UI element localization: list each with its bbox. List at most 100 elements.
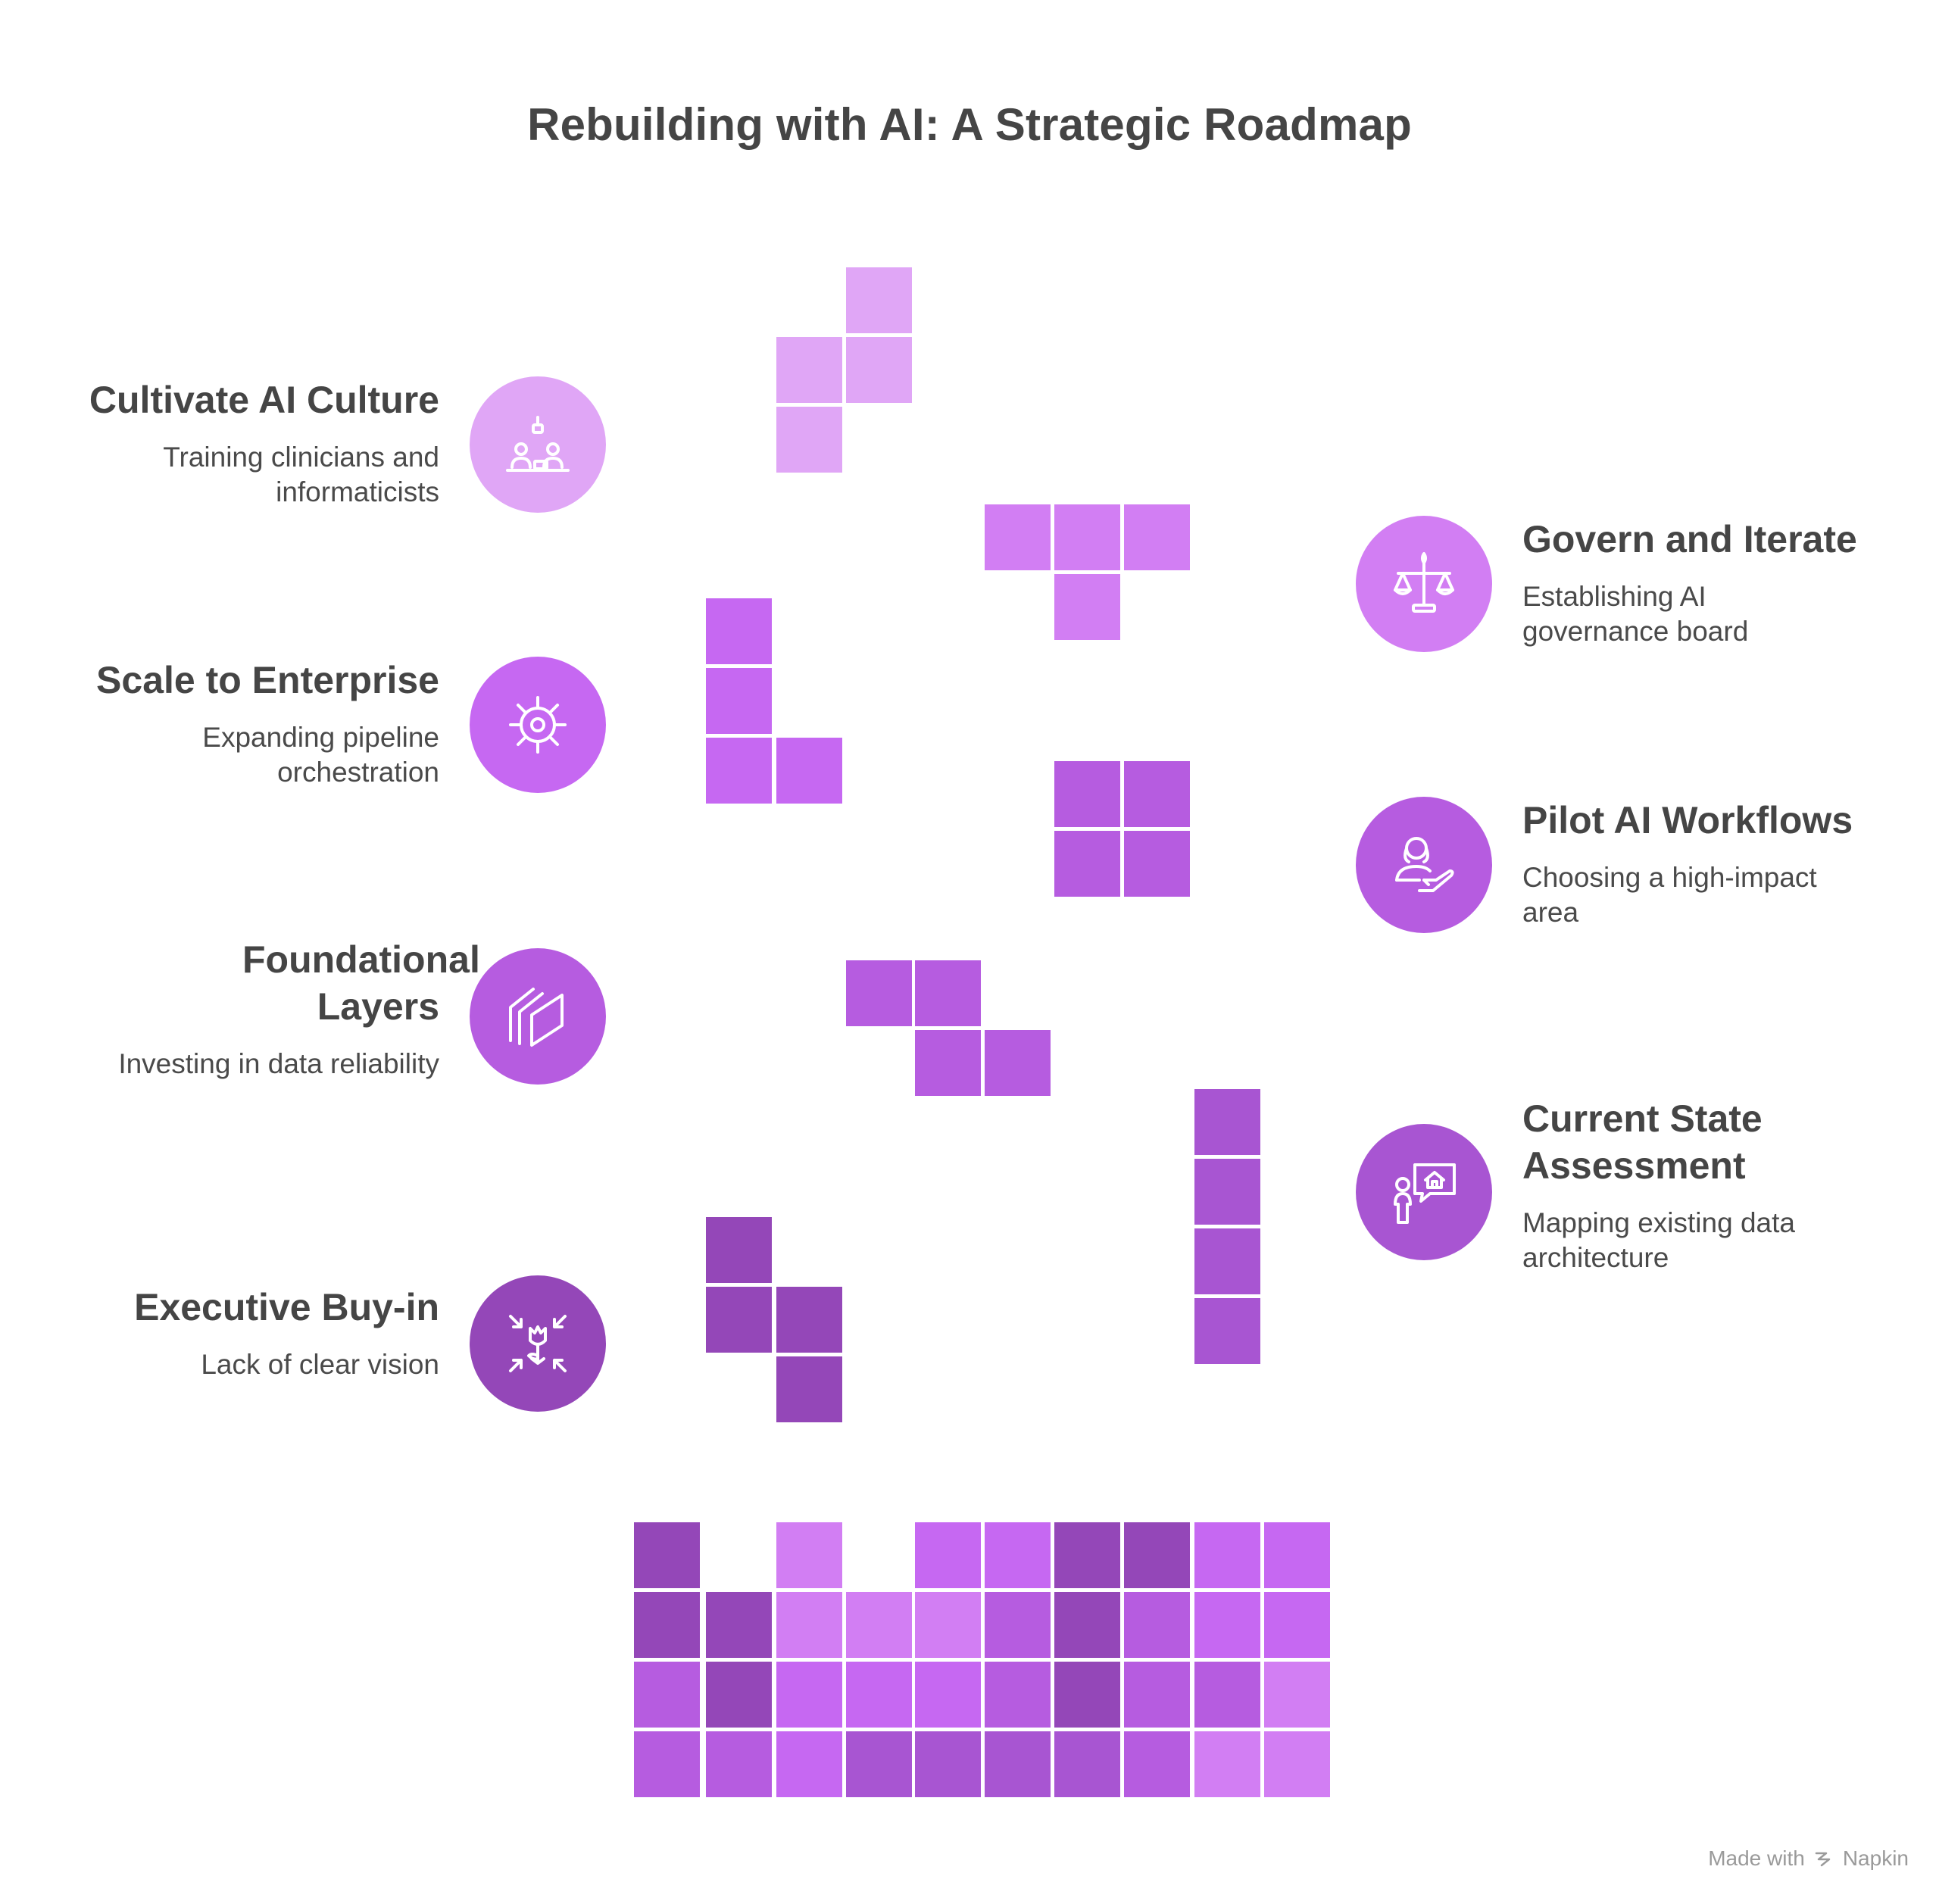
- step-govern-label: Govern and Iterate Establishing AI gover…: [1522, 516, 1939, 649]
- tile: [985, 1592, 1051, 1658]
- tile: [776, 1662, 842, 1728]
- tile: [1194, 1159, 1260, 1225]
- tile: [846, 960, 912, 1026]
- made-with-napkin: Made with Napkin: [1708, 1846, 1909, 1871]
- step-current-label: Current State Assessment Mapping existin…: [1522, 1095, 1939, 1275]
- tile: [1124, 831, 1190, 897]
- step-executive-circle: [470, 1275, 606, 1412]
- step-description: Choosing a high-impact area: [1522, 862, 1817, 928]
- step-heading: Executive Buy-in: [134, 1286, 439, 1328]
- step-executive-label: Executive Buy-in Lack of clear vision: [15, 1284, 439, 1382]
- tile: [1194, 1592, 1260, 1658]
- tile: [1054, 831, 1120, 897]
- tile: [1124, 1731, 1190, 1797]
- step-govern-circle: [1356, 516, 1492, 652]
- step-heading: Cultivate AI Culture: [89, 379, 439, 421]
- tile: [846, 1592, 912, 1658]
- tile: [634, 1662, 700, 1728]
- tile: [1264, 1731, 1330, 1797]
- step-pilot-circle: [1356, 797, 1492, 933]
- tile: [915, 960, 981, 1026]
- tile: [706, 1592, 772, 1658]
- step-description: Establishing AI governance board: [1522, 581, 1749, 647]
- step-foundational-label: Foundational Layers Investing in data re…: [15, 936, 480, 1082]
- tile: [706, 1217, 772, 1283]
- tile: [776, 337, 842, 403]
- tile: [706, 1662, 772, 1728]
- person-house-icon: [1394, 1163, 1456, 1224]
- tile: [915, 1522, 981, 1588]
- tile: [1194, 1298, 1260, 1364]
- tile: [1194, 1522, 1260, 1588]
- tile: [985, 1662, 1051, 1728]
- step-description: Expanding pipeline orchestration: [202, 722, 439, 788]
- step-heading: Current State Assessment: [1522, 1097, 1763, 1187]
- person-hand-icon: [1395, 837, 1454, 892]
- tile: [1264, 1662, 1330, 1728]
- tile: [985, 1731, 1051, 1797]
- team-training-icon: [506, 416, 570, 472]
- step-foundational-circle: [470, 948, 606, 1085]
- tile: [1054, 1731, 1120, 1797]
- tile: [706, 738, 772, 804]
- tile: [634, 1731, 700, 1797]
- tile: [846, 1731, 912, 1797]
- tile: [1054, 1662, 1120, 1728]
- tile: [846, 337, 912, 403]
- tile: [1054, 761, 1120, 827]
- step-heading: Scale to Enterprise: [96, 659, 439, 701]
- page-title: Rebuilding with AI: A Strategic Roadmap: [527, 99, 1412, 150]
- tile: [776, 738, 842, 804]
- tile: [776, 1522, 842, 1588]
- tile: [1054, 504, 1120, 570]
- tile: [915, 1030, 981, 1096]
- tile: [915, 1592, 981, 1658]
- tile: [776, 1287, 842, 1353]
- tile: [634, 1522, 700, 1588]
- tile: [776, 407, 842, 473]
- tile: [706, 1731, 772, 1797]
- napkin-brand-text: Napkin: [1842, 1846, 1909, 1870]
- tile: [776, 1592, 842, 1658]
- step-cultivate-label: Cultivate AI Culture Training clinicians…: [15, 376, 439, 510]
- tile: [1264, 1592, 1330, 1658]
- tile: [1194, 1662, 1260, 1728]
- tile: [706, 1287, 772, 1353]
- step-description: Mapping existing data architecture: [1522, 1207, 1795, 1273]
- step-description: Investing in data reliability: [118, 1048, 439, 1079]
- step-heading: Pilot AI Workflows: [1522, 799, 1853, 841]
- step-cultivate-circle: [470, 376, 606, 513]
- tile: [985, 1522, 1051, 1588]
- tile: [776, 1356, 842, 1422]
- step-description: Training clinicians and informaticists: [163, 442, 439, 507]
- tile: [846, 267, 912, 333]
- tile: [634, 1592, 700, 1658]
- tile: [1124, 1522, 1190, 1588]
- tile: [1124, 761, 1190, 827]
- step-scale-circle: [470, 657, 606, 793]
- layers-icon: [509, 988, 564, 1047]
- flower-focus-icon: [509, 1315, 567, 1372]
- tile: [915, 1662, 981, 1728]
- tile: [985, 1030, 1051, 1096]
- tile: [985, 504, 1051, 570]
- step-pilot-label: Pilot AI Workflows Choosing a high-impac…: [1522, 797, 1939, 930]
- tile: [915, 1731, 981, 1797]
- tile: [776, 1731, 842, 1797]
- tile: [706, 598, 772, 664]
- gear-target-icon: [509, 696, 567, 754]
- made-with-text: Made with: [1708, 1846, 1805, 1870]
- step-current-circle: [1356, 1124, 1492, 1260]
- tile: [1054, 1592, 1120, 1658]
- step-scale-label: Scale to Enterprise Expanding pipeline o…: [15, 657, 439, 790]
- step-heading: Govern and Iterate: [1522, 518, 1857, 560]
- tile: [706, 668, 772, 734]
- tile: [1194, 1089, 1260, 1155]
- tile: [1124, 1592, 1190, 1658]
- tile: [1054, 574, 1120, 640]
- step-heading: Foundational Layers: [242, 938, 480, 1028]
- tile: [1124, 1662, 1190, 1728]
- balance-scale-icon: [1394, 552, 1454, 613]
- tile: [1194, 1731, 1260, 1797]
- step-description: Lack of clear vision: [201, 1349, 439, 1380]
